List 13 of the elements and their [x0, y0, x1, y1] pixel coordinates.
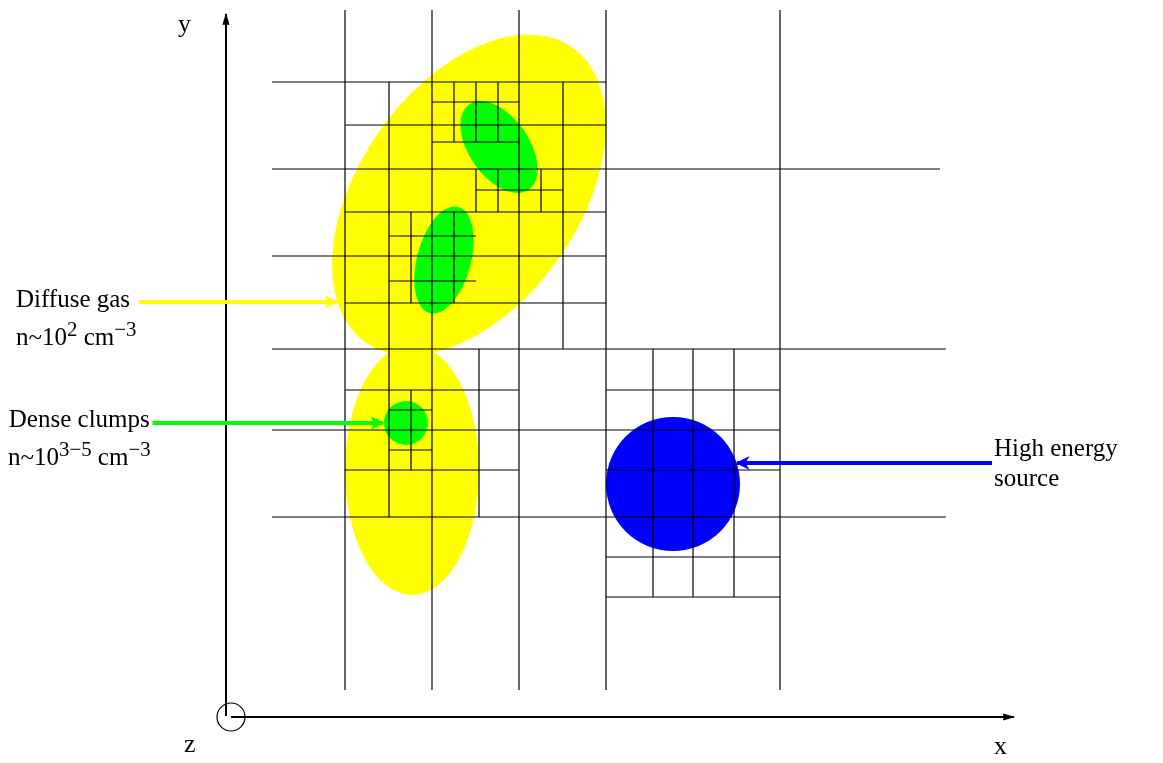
density-formula: n~10$^{3−5}$ cm$^{−3}$	[8, 436, 151, 473]
energy-source-circle	[606, 417, 740, 551]
label-text: High energy source	[994, 433, 1119, 493]
clump-circle	[384, 401, 428, 445]
z-axis-label: z	[184, 730, 196, 758]
label-text: Dense clumps	[8, 404, 150, 434]
x-axis-label: x	[994, 732, 1007, 760]
label-text: Diffuse gas	[16, 284, 131, 314]
arrow	[152, 416, 385, 430]
arrow	[138, 295, 339, 309]
density-formula: n~10$^{2}$ cm$^{−3}$	[16, 316, 137, 353]
arrow	[735, 456, 992, 470]
y-axis-label: y	[178, 10, 191, 38]
